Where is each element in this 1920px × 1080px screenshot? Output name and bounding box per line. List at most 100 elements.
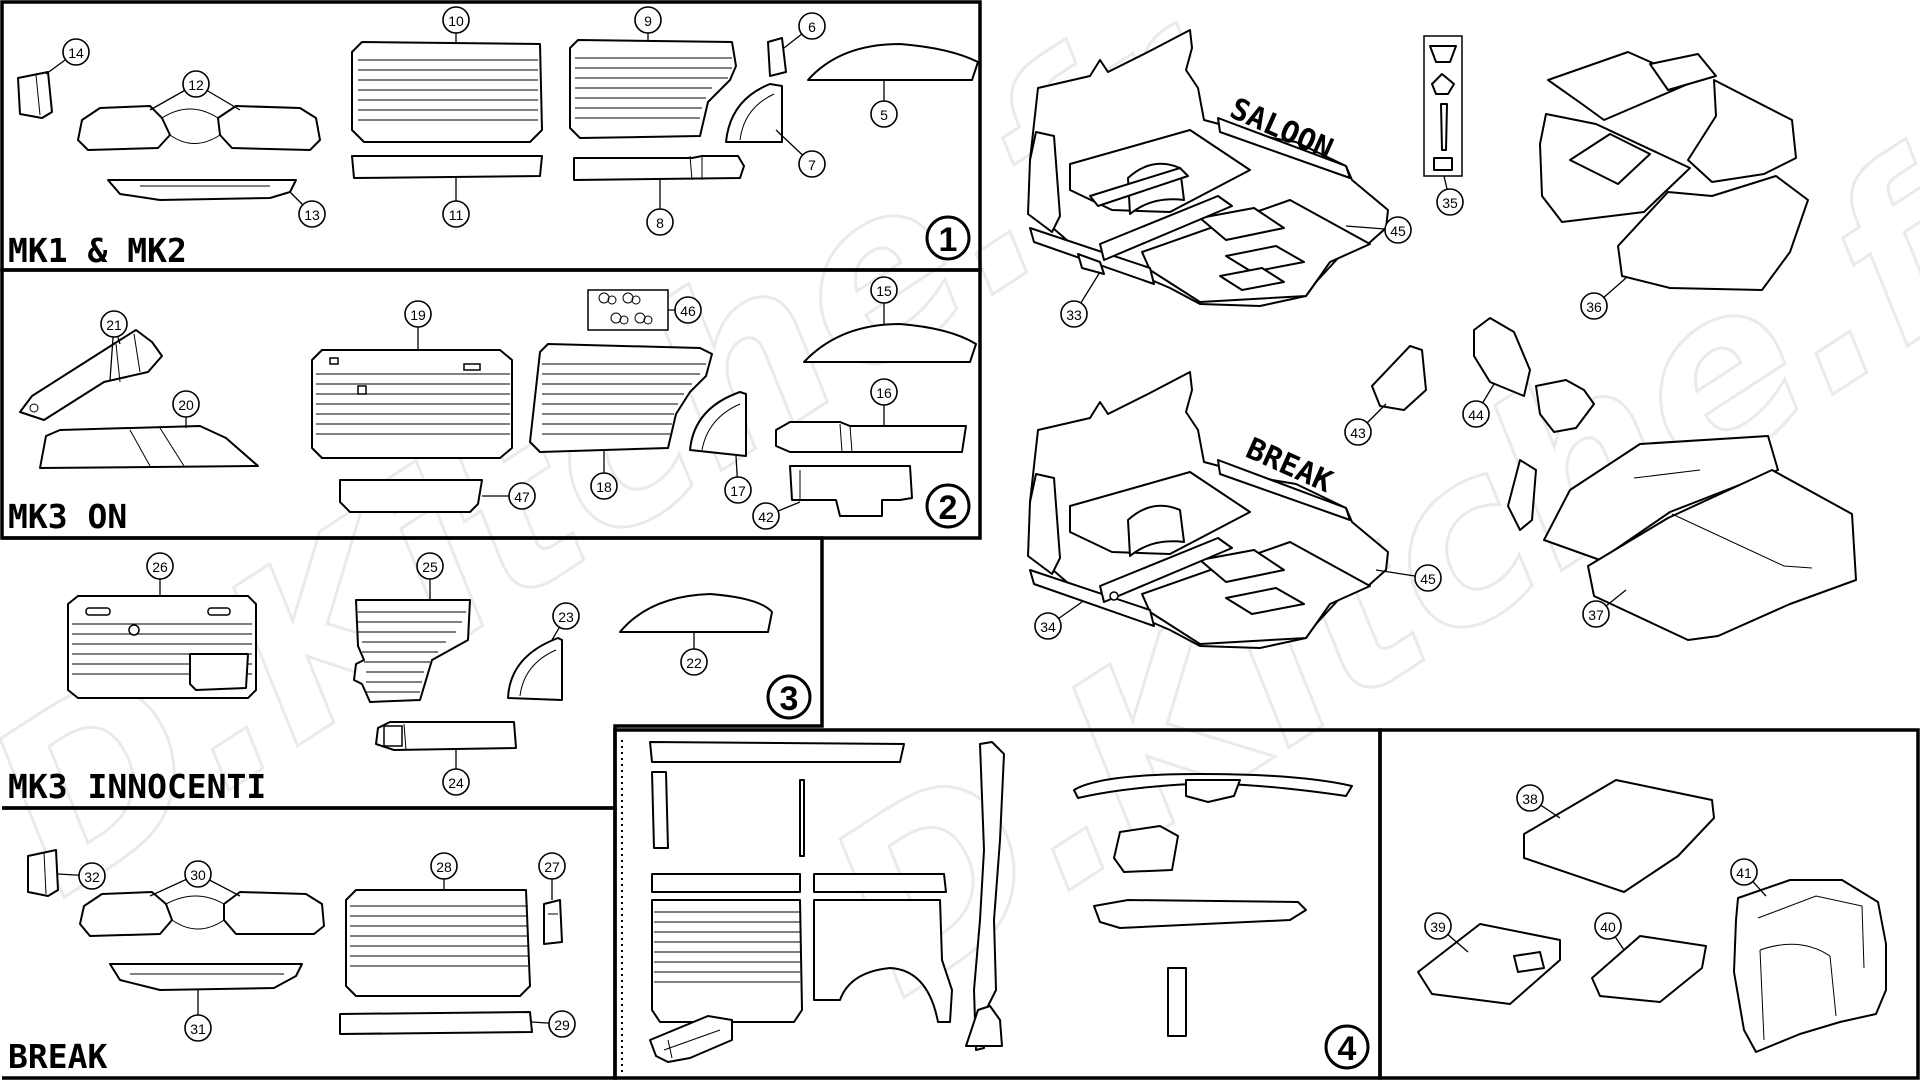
part-11-door-pocket xyxy=(351,155,543,179)
callout-number: 37 xyxy=(1588,607,1604,623)
callout-number: 31 xyxy=(190,1021,206,1037)
callout-6: 6 xyxy=(798,12,826,40)
break-side-panels xyxy=(649,741,1005,1063)
callout-number: 35 xyxy=(1442,195,1458,211)
callout-39: 39 xyxy=(1424,912,1452,940)
callout-43: 43 xyxy=(1344,418,1372,446)
saloon-sill-strip xyxy=(1217,117,1351,179)
callout-19: 19 xyxy=(404,300,432,328)
callout-number: 24 xyxy=(448,775,464,791)
callout-34: 34 xyxy=(1034,612,1062,640)
callout-number: 6 xyxy=(808,19,816,35)
callout-9: 9 xyxy=(634,6,662,34)
part-19-door-panel xyxy=(311,349,513,459)
section-label-mk3-on: MK3 ON xyxy=(8,497,127,536)
part-13-parcel-shelf xyxy=(107,179,297,201)
part-23-wheel-arch xyxy=(507,637,563,701)
callout-26: 26 xyxy=(146,552,174,580)
callout-number: 46 xyxy=(680,303,696,319)
part-14-kick-panel xyxy=(17,71,53,119)
callout-number: 34 xyxy=(1040,619,1056,635)
callout-7: 7 xyxy=(798,150,826,178)
callout-number: 42 xyxy=(758,509,774,525)
callout-number: 10 xyxy=(448,13,464,29)
callout-number: 43 xyxy=(1350,425,1366,441)
part-12-rear-quarter-pair xyxy=(77,105,321,151)
callout-33: 33 xyxy=(1060,300,1088,328)
callout-10: 10 xyxy=(442,6,470,34)
part-41-seat-cover xyxy=(1733,879,1887,1053)
svg-text:4: 4 xyxy=(1338,1030,1357,1068)
callout-number: 7 xyxy=(808,157,816,173)
callout-32: 32 xyxy=(78,862,106,890)
section-number-2: 2 xyxy=(925,483,971,529)
callout-number: 36 xyxy=(1586,299,1602,315)
callout-13: 13 xyxy=(298,200,326,228)
section-label-mk1-mk2: MK1 & MK2 xyxy=(8,231,187,270)
section-number-3: 3 xyxy=(766,674,812,720)
section-box-5 xyxy=(1378,728,1920,1080)
section-label-mk3-innocenti: MK3 INNOCENTI xyxy=(8,767,266,806)
callout-11: 11 xyxy=(442,200,470,228)
part-18-rear-panel xyxy=(529,343,713,453)
part-24-pocket xyxy=(375,721,517,751)
callout-12: 12 xyxy=(182,70,210,98)
break-right-trim-parts xyxy=(1073,773,1353,1037)
part-42-pocket-lid xyxy=(789,465,913,517)
callout-14: 14 xyxy=(62,38,90,66)
part-7-wheel-arch xyxy=(725,83,783,143)
part-46-clips xyxy=(587,289,669,331)
callout-number: 12 xyxy=(188,77,204,93)
callout-number: 29 xyxy=(554,1017,570,1033)
callout-number: 9 xyxy=(644,13,652,29)
part-5-rear-shelf xyxy=(807,43,979,81)
callout-41: 41 xyxy=(1730,858,1758,886)
callout-number: 27 xyxy=(544,859,560,875)
part-20-floor-trim xyxy=(39,425,259,469)
part-36-mats xyxy=(1539,51,1809,291)
part-28-door-panel xyxy=(345,889,531,997)
callout-28: 28 xyxy=(430,852,458,880)
part-15-rear-shelf xyxy=(803,323,977,363)
callout-number: 40 xyxy=(1600,919,1616,935)
section-number-4: 4 xyxy=(1324,1024,1370,1070)
callout-38: 38 xyxy=(1516,784,1544,812)
callout-23: 23 xyxy=(552,602,580,630)
callout-number: 26 xyxy=(152,559,168,575)
svg-text:3: 3 xyxy=(780,680,799,718)
part-39-mat xyxy=(1417,923,1561,1005)
callout-45a: 45 xyxy=(1384,216,1412,244)
callout-36: 36 xyxy=(1580,292,1608,320)
callout-number: 33 xyxy=(1066,307,1082,323)
callout-number: 38 xyxy=(1522,791,1538,807)
part-17-wheel-arch xyxy=(689,391,747,457)
callout-27: 27 xyxy=(538,852,566,880)
part-26-door-panel xyxy=(67,595,257,699)
svg-text:1: 1 xyxy=(939,221,958,259)
part-31-parcel-shelf xyxy=(109,963,303,991)
callout-number: 11 xyxy=(449,207,464,223)
callout-22: 22 xyxy=(680,648,708,676)
callout-number: 8 xyxy=(656,215,664,231)
callout-number: 20 xyxy=(178,397,194,413)
callout-35: 35 xyxy=(1436,188,1464,216)
callout-18: 18 xyxy=(590,472,618,500)
callout-31: 31 xyxy=(184,1014,212,1042)
callout-number: 22 xyxy=(686,655,702,671)
callout-number: 5 xyxy=(880,107,888,123)
callout-number: 28 xyxy=(436,859,452,875)
part-35-fasteners xyxy=(1423,35,1463,177)
callout-number: 44 xyxy=(1468,407,1484,423)
callout-number: 47 xyxy=(514,489,530,505)
callout-number: 45 xyxy=(1390,223,1406,239)
callout-number: 25 xyxy=(422,559,438,575)
part-8-rear-pocket xyxy=(573,155,745,181)
part-29-door-pocket xyxy=(339,1011,533,1035)
callout-29: 29 xyxy=(548,1010,576,1038)
callout-44: 44 xyxy=(1462,400,1490,428)
saloon-floor-carpet xyxy=(1027,29,1389,307)
part-25-rear-panel xyxy=(353,599,471,703)
callout-number: 14 xyxy=(68,45,84,61)
part-40-mat xyxy=(1591,935,1707,1003)
